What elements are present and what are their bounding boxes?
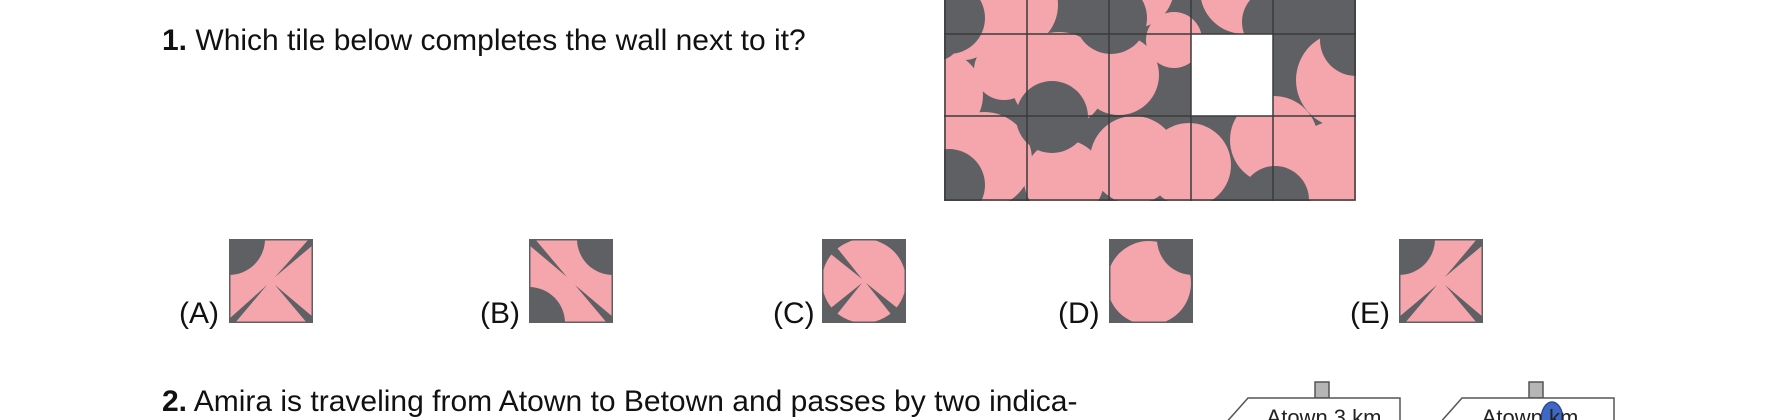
road-sign-1: Atown 3 km xyxy=(1227,381,1401,420)
question-text: Which tile below completes the wall next… xyxy=(195,24,806,57)
option-b-label: (B) xyxy=(480,297,520,330)
option-a-tile[interactable] xyxy=(229,239,313,323)
distance-blot-icon xyxy=(1540,401,1564,420)
question-2: 2. Amira is traveling from Atown to Beto… xyxy=(162,385,1077,419)
question-1: 1. Which tile below completes the wall n… xyxy=(162,24,806,58)
tile-wall xyxy=(944,0,1356,201)
option-d-tile[interactable] xyxy=(1109,239,1193,323)
road-sign-2-text: Atown km xyxy=(1482,405,1579,420)
option-e-label: (E) xyxy=(1350,297,1390,330)
option-c-label: (C) xyxy=(773,297,815,330)
road-sign-2: Atown km xyxy=(1441,381,1615,420)
option-c-tile[interactable] xyxy=(822,239,906,323)
question-number: 1. xyxy=(162,24,188,57)
question-text: Amira is traveling from Atown to Betown … xyxy=(193,385,1078,418)
question-number: 2. xyxy=(162,385,188,418)
option-d-label: (D) xyxy=(1058,297,1100,330)
option-b-tile[interactable] xyxy=(529,239,613,323)
option-a-label: (A) xyxy=(179,297,219,330)
road-sign-1-text: Atown 3 km xyxy=(1267,405,1382,420)
option-e-tile[interactable] xyxy=(1399,239,1483,323)
